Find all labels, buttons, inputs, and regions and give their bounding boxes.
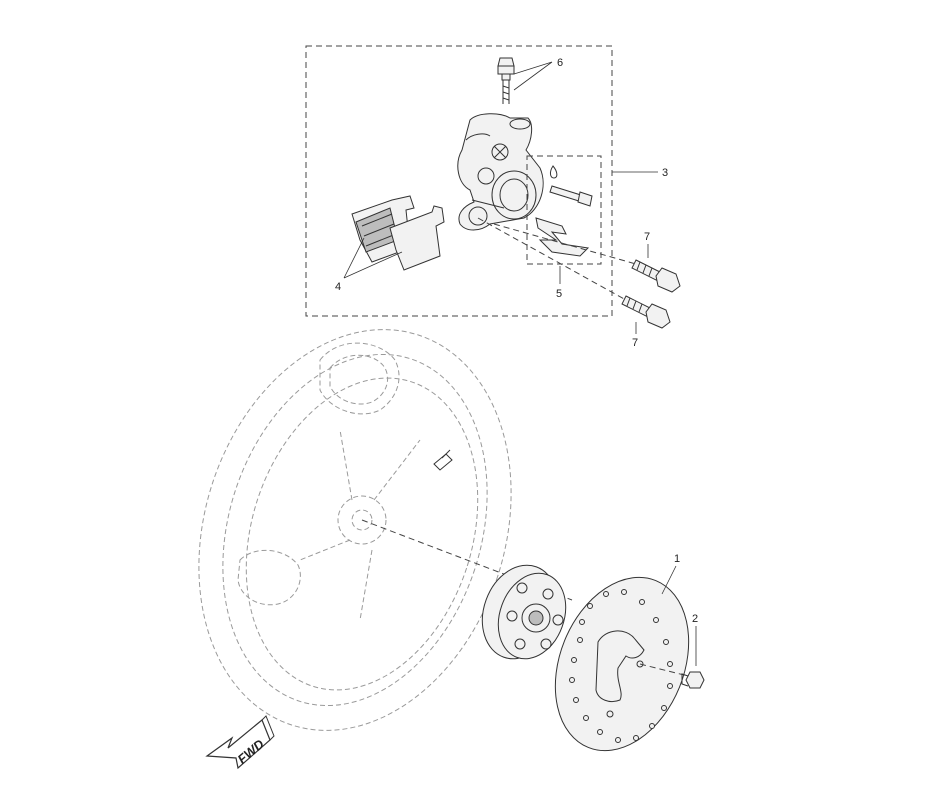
caliper-assembly-boundary [305,45,613,317]
leader-part-4 [343,237,403,279]
brake-caliper [457,113,544,231]
bleed-screw [497,57,515,104]
caliper-mounting-bolt-lower [621,295,671,329]
caliper-mounting-bolt-upper [631,259,681,293]
callout-part-1: 1 [674,553,680,565]
brake-pads [351,195,445,271]
pad-spring [535,217,590,257]
caliper-seal-kit-boundary [526,155,602,265]
callout-part-6: 6 [557,57,563,69]
leader-part-6 [513,61,553,91]
callout-part-3: 3 [662,167,668,179]
callout-part-7-lower: 7 [632,337,638,349]
rear-wheel-phantom [198,329,512,731]
disc-bolt [681,671,705,689]
wheel-hub [481,564,567,660]
forward-arrow-icon: FWD [205,715,275,770]
callout-part-4: 4 [335,281,341,293]
caliper-slide-pin [549,165,593,207]
callout-part-7-upper: 7 [644,231,650,243]
brake-disc [554,576,690,752]
callout-part-5: 5 [556,288,562,300]
leader-part-1 [661,565,677,595]
valve-stem [433,449,453,471]
callout-part-2: 2 [692,613,698,625]
